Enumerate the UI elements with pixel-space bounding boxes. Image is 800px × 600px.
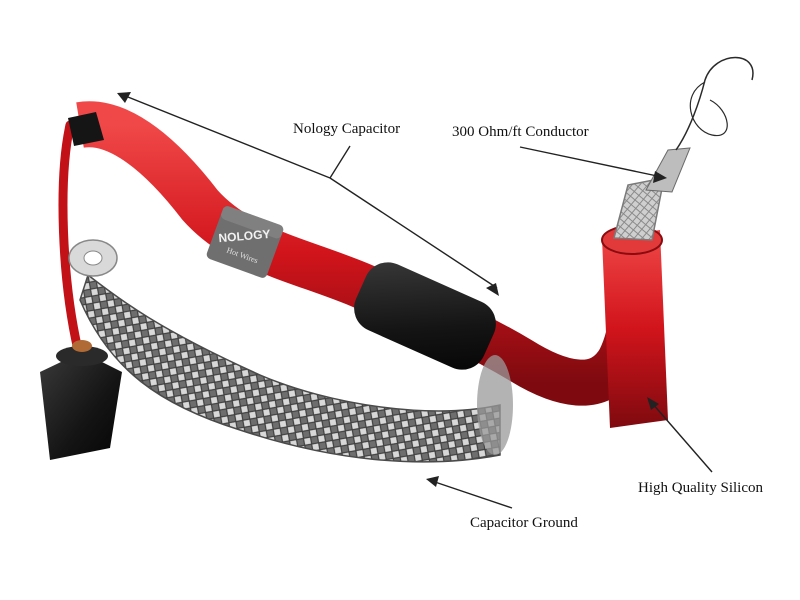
nology-band: NOLOGY Hot Wires	[206, 206, 284, 278]
left-boot-top	[56, 346, 108, 366]
ring-terminal	[68, 239, 118, 277]
callout-lines	[122, 94, 713, 509]
arrowhead-ground	[426, 476, 439, 487]
thin-lead-wire	[58, 120, 83, 355]
leader-silicon	[651, 402, 713, 473]
callout-conductor: 300 Ohm/ft Conductor	[452, 124, 589, 140]
arrowhead-conductor	[653, 171, 667, 183]
mesh-ground-strap	[79, 273, 501, 463]
black-capacitor-sleeve	[354, 262, 496, 370]
leader-ground	[431, 480, 513, 509]
conductor-loop	[689, 81, 728, 137]
right-red-boot	[602, 230, 668, 428]
leader-capacitor-stem	[329, 145, 351, 179]
arrowhead-silicon	[647, 397, 659, 410]
callout-high-quality-silicon: High Quality Silicon	[638, 480, 763, 496]
leader-capacitor-left	[122, 94, 331, 179]
callout-arrowheads	[117, 92, 667, 487]
arrowhead-capacitor-left	[117, 92, 131, 103]
callout-nology-capacitor: Nology Capacitor	[293, 121, 401, 137]
mesh-strap-end	[477, 355, 513, 455]
conductor-spiral	[675, 56, 754, 151]
left-black-boot	[40, 352, 122, 460]
black-end-cap	[68, 112, 104, 146]
leader-capacitor-right	[329, 177, 498, 289]
conductor-core	[645, 147, 691, 193]
arrowhead-capacitor-right	[486, 283, 499, 296]
band-brand-text: NOLOGY	[218, 227, 271, 245]
copper-terminal	[72, 340, 92, 352]
callout-capacitor-ground: Capacitor Ground	[470, 515, 578, 531]
leader-conductor	[519, 146, 663, 178]
